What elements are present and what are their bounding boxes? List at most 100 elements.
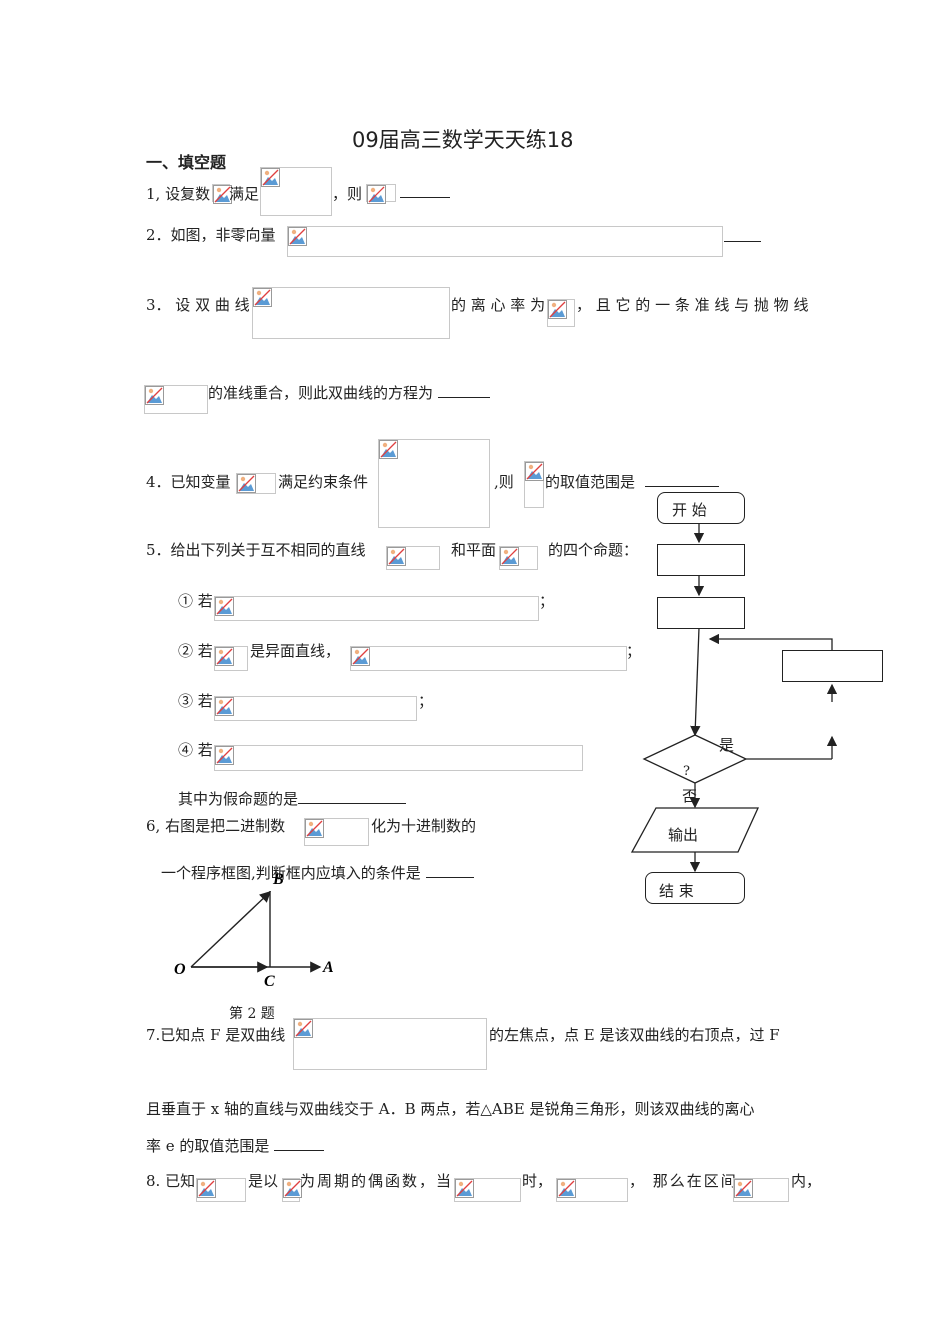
broken-image-icon xyxy=(548,300,567,319)
formula-image xyxy=(524,461,544,508)
broken-image-icon xyxy=(379,440,398,459)
q1-prefix: 1, 设复数 xyxy=(146,185,211,203)
vector-figure: B O C A xyxy=(174,871,334,990)
formula-image xyxy=(282,1178,300,1202)
q4-text-c: ,则 xyxy=(494,473,514,491)
flowchart-process-1 xyxy=(657,544,745,576)
formula-image xyxy=(236,473,276,494)
formula-image xyxy=(547,299,575,327)
question-6: 6, 右图是把二进制数 xyxy=(146,817,286,835)
decision-diamond xyxy=(642,734,748,784)
q7-line-2: 且垂直于 x 轴的直线与双曲线交于 A．B 两点，若△ABE 是锐角三角形，则该… xyxy=(146,1100,755,1118)
q4-text-d: 的取值范围是 xyxy=(545,471,719,492)
question-7: 7.已知点 F 是双曲线 xyxy=(146,1026,286,1044)
label-b: B xyxy=(272,871,284,888)
formula-image xyxy=(144,385,208,414)
formula-image xyxy=(386,546,440,570)
answer-blank xyxy=(400,183,450,202)
q7-line-3: 率 e 的取值范围是 xyxy=(146,1135,325,1156)
q8-text-e: ， 那么在区间 xyxy=(629,1172,738,1190)
formula-image xyxy=(214,646,248,671)
broken-image-icon xyxy=(197,1179,216,1198)
page-title: 09届高三数学天天练18 xyxy=(352,128,574,152)
q5-item-2-label: ② 若 xyxy=(178,642,213,660)
broken-image-icon xyxy=(455,1179,474,1198)
question-1: 1, 设复数 xyxy=(146,183,210,204)
broken-image-icon xyxy=(387,547,406,566)
formula-image xyxy=(214,745,583,771)
q3-text-d: 的准线重合，则此双曲线的方程为 xyxy=(208,382,490,403)
decision-label: ? xyxy=(683,764,690,779)
question-5: 5．给出下列关于互不相同的直线 xyxy=(146,541,366,559)
formula-image xyxy=(556,1178,628,1202)
formula-image xyxy=(252,287,450,339)
formula-image xyxy=(214,596,539,621)
q5-false-text: 其中为假命题的是 xyxy=(178,788,407,809)
answer-blank xyxy=(724,227,761,246)
vector-ob xyxy=(190,891,272,968)
broken-image-icon xyxy=(261,168,280,187)
broken-image-icon xyxy=(215,647,234,666)
broken-image-icon xyxy=(237,474,256,493)
broken-image-icon xyxy=(367,185,386,204)
start-label: 开 始 xyxy=(672,501,707,519)
end-label: 结 束 xyxy=(659,882,694,900)
q5-item-1-tail: ； xyxy=(539,592,555,610)
figure-caption: 第 2 题 xyxy=(229,1006,275,1022)
broken-image-icon xyxy=(215,746,234,765)
question-2: 2．如图，非零向量 xyxy=(146,226,276,244)
broken-image-icon xyxy=(253,288,272,307)
q7-text-b: 的左焦点，点 E 是该双曲线的右顶点，过 F xyxy=(489,1026,780,1044)
label-o: O xyxy=(174,961,186,978)
q8-text-c: 为周期的偶函数，当 xyxy=(300,1172,454,1190)
broken-image-icon xyxy=(500,547,519,566)
formula-image xyxy=(214,696,417,721)
label-a: A xyxy=(322,959,334,976)
q3-text-b: 的 离 心 率 为 xyxy=(451,296,546,314)
q5-item-4-label: ④ 若 xyxy=(178,741,213,759)
formula-image xyxy=(287,226,723,257)
output-parallelogram xyxy=(630,807,760,853)
flowchart-start xyxy=(657,492,745,524)
q5-text-c: 的四个命题： xyxy=(548,541,639,559)
q1-mid: 满足 xyxy=(229,185,260,203)
q5-item-2-tail: ； xyxy=(626,642,642,660)
question-3: 3． 设 双 曲 线 xyxy=(146,296,250,314)
q8-text-d: 时， xyxy=(522,1172,553,1190)
formula-image xyxy=(454,1178,521,1202)
broken-image-icon xyxy=(557,1179,576,1198)
q5-false-label: 其中为假命题的是 xyxy=(178,790,299,808)
q3-text-c: ， 且 它 的 一 条 准 线 与 抛 物 线 xyxy=(576,296,809,314)
broken-image-icon xyxy=(305,819,324,838)
formula-image xyxy=(260,167,332,216)
formula-image xyxy=(499,546,538,570)
broken-image-icon xyxy=(215,697,234,716)
q8-text-b: 是以 xyxy=(248,1172,279,1190)
q3-text-d-label: 的准线重合，则此双曲线的方程为 xyxy=(208,384,434,402)
q5-item-3-tail: ； xyxy=(418,692,434,710)
section-heading: 一、填空题 xyxy=(146,153,227,172)
q5-item-2-mid: 是异面直线， xyxy=(250,642,341,660)
formula-image xyxy=(212,184,230,202)
formula-image xyxy=(196,1178,246,1202)
formula-image xyxy=(366,184,396,202)
q7-line-3-label: 率 e 的取值范围是 xyxy=(146,1137,270,1155)
formula-image xyxy=(293,1018,487,1070)
q5-item-1-label: ① 若 xyxy=(178,592,213,610)
q6-text-b: 化为十进制数的 xyxy=(371,817,477,835)
formula-image xyxy=(733,1178,789,1202)
q4-text-d-label: 的取值范围是 xyxy=(545,473,636,491)
label-c: C xyxy=(264,973,275,990)
output-label: 输出 xyxy=(668,826,699,844)
flowchart-lines xyxy=(630,524,838,873)
q1-then: ，则 xyxy=(332,185,363,203)
flowchart-process-2 xyxy=(657,597,745,629)
question-4: 4．已知变量 xyxy=(146,473,231,491)
formula-image xyxy=(350,646,627,671)
broken-image-icon xyxy=(294,1019,313,1038)
broken-image-icon xyxy=(351,647,370,666)
q6-text-c: 一个程序框图,判断框内应填入的条件是 xyxy=(161,862,474,883)
yes-label: 是 xyxy=(719,736,735,754)
flowchart-end xyxy=(645,872,745,904)
broken-image-icon xyxy=(734,1179,753,1198)
